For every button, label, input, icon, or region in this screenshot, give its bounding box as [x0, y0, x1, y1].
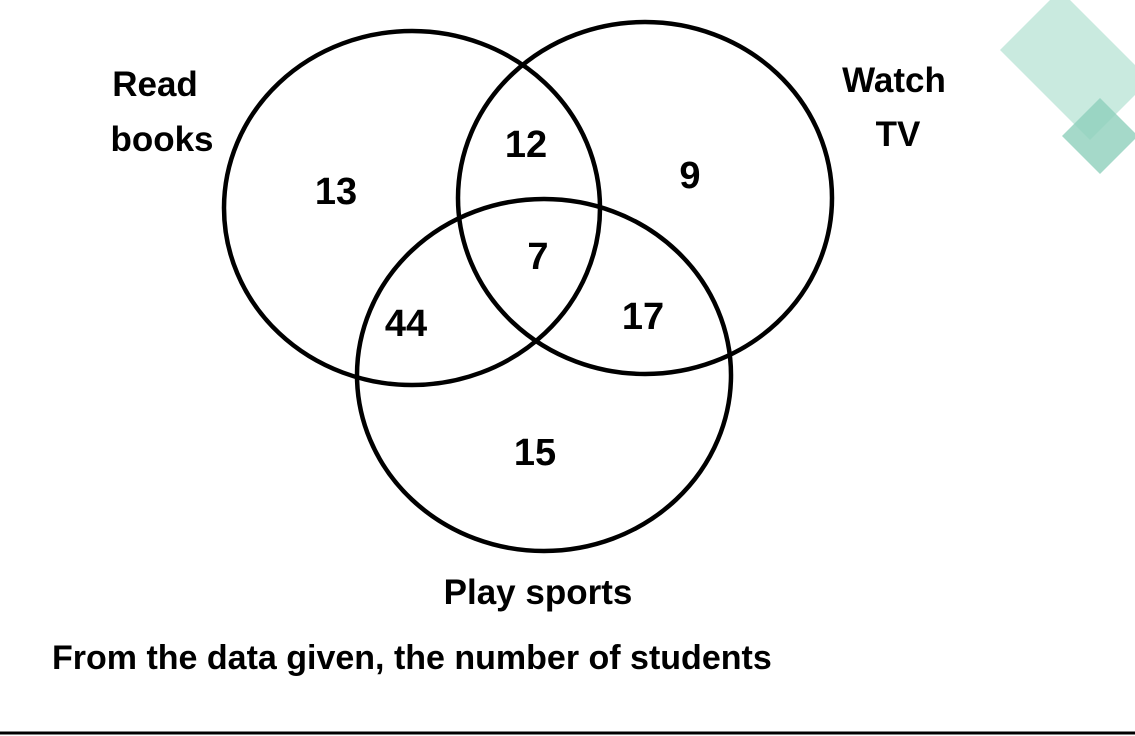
label-read-books-line1: Read: [112, 65, 198, 104]
circle-play-sports: [354, 196, 734, 554]
label-play-sports: Play sports: [444, 573, 633, 612]
region-read-and-sports: 44: [385, 303, 427, 345]
region-sports-only: 15: [514, 432, 556, 474]
region-all-three: 7: [527, 236, 548, 278]
label-watch-tv-line1: Watch: [842, 61, 946, 100]
label-read-books-line2: books: [110, 120, 213, 159]
decoration-diamond-small: [1062, 98, 1135, 174]
question-caption: From the data given, the number of stude…: [52, 639, 772, 677]
circle-watch-tv: [455, 19, 835, 377]
region-tv-and-sports: 17: [622, 296, 664, 338]
region-tv-only: 9: [679, 155, 700, 197]
region-read-only: 13: [315, 171, 357, 213]
corner-decoration: [1000, 0, 1135, 174]
region-read-and-tv: 12: [505, 124, 547, 166]
label-watch-tv-line2: TV: [876, 115, 921, 154]
